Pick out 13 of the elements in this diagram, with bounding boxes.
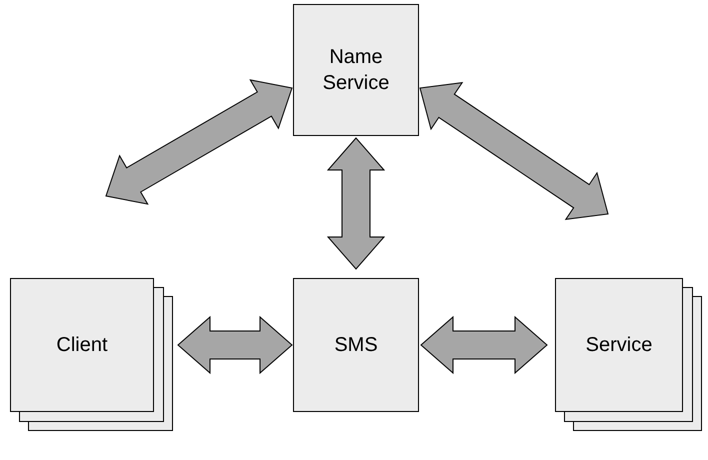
double-block-arrow — [105, 79, 293, 205]
node-label: Name Service — [322, 45, 390, 96]
node-label: Client — [56, 333, 108, 358]
double-block-arrow — [420, 316, 548, 374]
process-box — [293, 278, 419, 412]
process-box — [293, 4, 419, 136]
node-label: Service — [586, 333, 652, 358]
double-block-arrow — [326, 137, 386, 270]
node-label: SMS — [334, 333, 378, 358]
double-block-arrow — [177, 316, 293, 374]
document-page — [555, 278, 683, 412]
double-block-arrow — [419, 82, 609, 220]
document-page — [10, 278, 154, 412]
